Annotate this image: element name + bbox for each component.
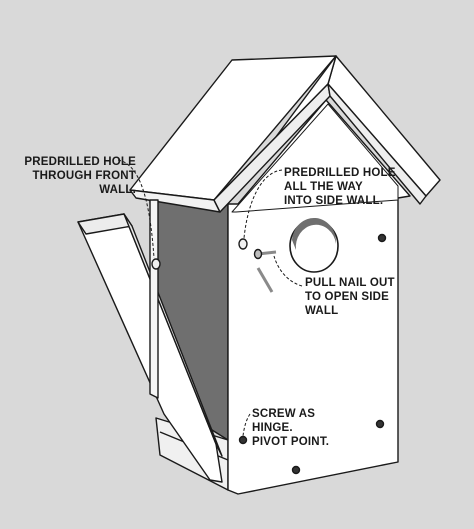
leader-side-hole <box>243 169 283 239</box>
screw-bottom-right <box>375 419 385 429</box>
callout-line: PIVOT POINT. <box>252 436 330 448</box>
screw-top-right <box>377 233 387 243</box>
nail-head <box>253 248 263 260</box>
nail-shadow <box>256 267 274 293</box>
leader-pull-nail <box>273 255 303 287</box>
entrance-hole-depth <box>292 217 337 250</box>
callout-line: ALL THE WAY <box>284 181 363 193</box>
hinge-strip <box>149 199 159 399</box>
leader-hinge <box>242 413 251 437</box>
callout-front-wall-hole: PREDRILLED HOLE THROUGH FRONT WALL. <box>20 155 136 197</box>
callout-pull-nail: PULL NAIL OUT TO OPEN SIDE WALL <box>305 276 395 318</box>
callout-line: TO OPEN SIDE <box>305 291 389 303</box>
callout-line: THROUGH FRONT <box>32 170 136 182</box>
front-wall-hole <box>151 258 161 270</box>
callout-line: HINGE. <box>252 422 293 434</box>
front-gable <box>231 103 399 213</box>
screw-hinge <box>238 435 248 445</box>
callout-line: SCREW AS <box>252 408 316 420</box>
screw-bottom <box>291 465 301 475</box>
callout-screw-hinge: SCREW AS HINGE. PIVOT POINT. <box>252 407 329 449</box>
leader-front-hole <box>117 159 155 259</box>
callout-line: PREDRILLED HOLE <box>284 167 396 179</box>
side-wall-panel-inner <box>123 213 223 457</box>
callout-line: INTO SIDE WALL. <box>284 195 384 207</box>
callout-side-wall-hole: PREDRILLED HOLE ALL THE WAY INTO SIDE WA… <box>284 166 396 208</box>
roof-right-face <box>327 83 427 205</box>
callout-line: WALL <box>305 305 339 317</box>
callout-line: PREDRILLED HOLE <box>24 156 136 168</box>
callout-line: WALL. <box>99 184 136 196</box>
side-wall-hole <box>238 238 248 250</box>
callout-line: PULL NAIL OUT <box>305 277 395 289</box>
